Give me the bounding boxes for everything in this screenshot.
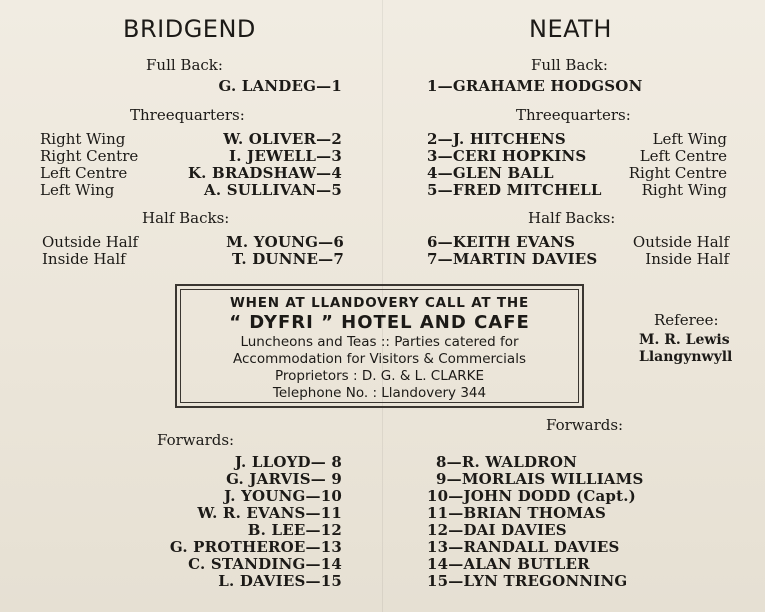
- neath-position: Left Wing: [652, 130, 727, 148]
- neath-position: Outside Half: [632, 233, 729, 251]
- bridgend-forward: B. LEE—12: [247, 521, 342, 539]
- neath-position: Inside Half: [645, 250, 729, 268]
- neath-forward: 14—ALAN BUTLER: [427, 555, 590, 573]
- neath-position: Right Centre: [628, 164, 727, 182]
- neath-player: 2—J. HITCHENS: [427, 130, 566, 148]
- bridgend-position: Inside Half: [42, 250, 126, 268]
- neath-full-back-heading: Full Back:: [531, 56, 608, 74]
- bridgend-forward: G. JARVIS— 9: [226, 470, 342, 488]
- neath-position: Left Centre: [639, 147, 727, 165]
- referee-place: Llangynwyll: [639, 349, 733, 365]
- neath-player: 5—FRED MITCHELL: [427, 181, 602, 199]
- neath-forward: 11—BRIAN THOMAS: [427, 504, 607, 522]
- neath-player: 4—GLEN BALL: [427, 164, 554, 182]
- referee-heading: Referee:: [654, 311, 719, 329]
- neath-threequarters-heading: Threequarters:: [516, 106, 631, 124]
- bridgend-position: Right Wing: [40, 130, 126, 148]
- bridgend-half-backs-heading: Half Backs:: [142, 209, 230, 227]
- bridgend-player: M. YOUNG—6: [226, 233, 344, 251]
- advert-inner-border: WHEN AT LLANDOVERY CALL AT THE “ DYFRI ”…: [180, 289, 579, 403]
- bridgend-full-back-player: G. LANDEG—1: [218, 77, 342, 95]
- neath-player: 7—MARTIN DAVIES: [427, 250, 598, 268]
- neath-position: Right Wing: [641, 181, 727, 199]
- bridgend-player: W. OLIVER—2: [223, 130, 342, 148]
- hotel-advert: WHEN AT LLANDOVERY CALL AT THE “ DYFRI ”…: [175, 284, 584, 408]
- advert-line: Telephone No. : Llandovery 344: [272, 385, 487, 401]
- neath-forwards-heading: Forwards:: [546, 416, 624, 434]
- advert-line: Proprietors : D. G. & L. CLARKE: [274, 368, 485, 384]
- neath-forward: 10—JOHN DODD (Capt.): [427, 487, 636, 505]
- advert-line: WHEN AT LLANDOVERY CALL AT THE: [229, 295, 530, 311]
- neath-player: 6—KEITH EVANS: [427, 233, 576, 251]
- bridgend-forward: G. PROTHEROE—13: [169, 538, 342, 556]
- bridgend-position: Right Centre: [40, 147, 139, 165]
- bridgend-forward: C. STANDING—14: [188, 555, 342, 573]
- neath-full-back-player: 1—GRAHAME HODGSON: [427, 77, 643, 95]
- neath-forward: 15—LYN TREGONNING: [427, 572, 628, 590]
- bridgend-forward: L. DAVIES—15: [218, 572, 342, 590]
- neath-half-backs-heading: Half Backs:: [528, 209, 616, 227]
- bridgend-threequarters-heading: Threequarters:: [130, 106, 245, 124]
- bridgend-position: Left Centre: [40, 164, 128, 182]
- bridgend-player: A. SULLIVAN—5: [204, 181, 342, 199]
- bridgend-full-back-heading: Full Back:: [146, 56, 223, 74]
- neath-forward: 13—RANDALL DAVIES: [427, 538, 620, 556]
- neath-forward: 12—DAI DAVIES: [427, 521, 567, 539]
- advert-line: Luncheons and Teas :: Parties catered fo…: [240, 334, 519, 350]
- bridgend-player: I. JEWELL—3: [228, 147, 342, 165]
- bridgend-forward: J. YOUNG—10: [224, 487, 342, 505]
- bridgend-player: T. DUNNE—7: [231, 250, 344, 268]
- advert-line: Accommodation for Visitors & Commercials: [232, 351, 526, 367]
- neath-player: 3—CERI HOPKINS: [427, 147, 587, 165]
- neath-forward: 9—MORLAIS WILLIAMS: [436, 470, 644, 488]
- bridgend-position: Outside Half: [42, 233, 139, 251]
- neath-forward: 8—R. WALDRON: [436, 453, 578, 471]
- referee-name: M. R. Lewis: [639, 332, 730, 348]
- advert-hotel-name: “ DYFRI ” HOTEL AND CAFE: [229, 312, 530, 333]
- page-fold: [382, 0, 383, 612]
- bridgend-forward: W. R. EVANS—11: [197, 504, 342, 522]
- bridgend-forward: J. LLOYD— 8: [234, 453, 342, 471]
- bridgend-forwards-heading: Forwards:: [157, 431, 235, 449]
- neath-team-title: NEATH: [529, 15, 612, 43]
- bridgend-team-title: BRIDGEND: [123, 15, 256, 43]
- bridgend-player: K. BRADSHAW—4: [187, 164, 342, 182]
- bridgend-position: Left Wing: [40, 181, 115, 199]
